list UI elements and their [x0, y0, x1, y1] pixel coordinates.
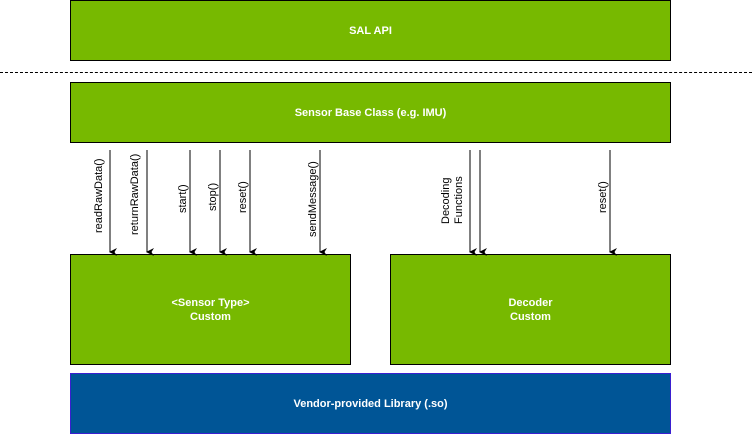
arrow-sendmessage: sendMessage() — [307, 150, 327, 256]
api-boundary-dashed-line — [0, 72, 752, 73]
arrow-label-decoding: Decoding — [440, 178, 452, 224]
arrow-stop: stop() — [207, 150, 227, 256]
decoder-label: Decoder — [508, 296, 553, 309]
arrow-label-functions: Functions — [453, 176, 465, 224]
sal-api-box: SAL API — [70, 0, 671, 61]
arrow-label-reset: reset() — [597, 181, 609, 213]
arrow-label-stop: stop() — [207, 183, 219, 211]
sensor-base-class-label: Sensor Base Class (e.g. IMU) — [294, 106, 447, 119]
arrow-label-start: start() — [177, 184, 189, 213]
sensor-type-label: <Sensor Type> — [171, 296, 250, 309]
arrow-start: start() — [177, 150, 197, 256]
arrow-label-returnrawdata: returnRawData() — [129, 154, 141, 235]
arrow-label-sendmessage: sendMessage() — [307, 161, 319, 237]
arrow-returnrawdata: returnRawData() — [129, 150, 154, 256]
decoder-custom-box: Decoder Custom — [390, 254, 671, 365]
sal-api-label: SAL API — [349, 24, 392, 37]
arrow-reset-decoder: reset() — [597, 150, 617, 256]
decoder-custom-label: Custom — [510, 310, 551, 323]
sensor-type-custom-box: <Sensor Type> Custom — [70, 254, 351, 365]
arrow-readrawdata: readRawData() — [93, 150, 117, 256]
arrow-reset-sensor: reset() — [237, 150, 257, 256]
sensor-custom-label: Custom — [190, 310, 231, 323]
vendor-library-box: Vendor-provided Library (.so) — [70, 373, 671, 434]
arrow-label-readrawdata: readRawData() — [93, 158, 105, 233]
arrow-decoding-functions: Decoding Functions — [440, 150, 487, 256]
arrow-label-reset: reset() — [237, 181, 249, 213]
sensor-base-class-box: Sensor Base Class (e.g. IMU) — [70, 82, 671, 143]
vendor-library-label: Vendor-provided Library (.so) — [293, 397, 448, 410]
